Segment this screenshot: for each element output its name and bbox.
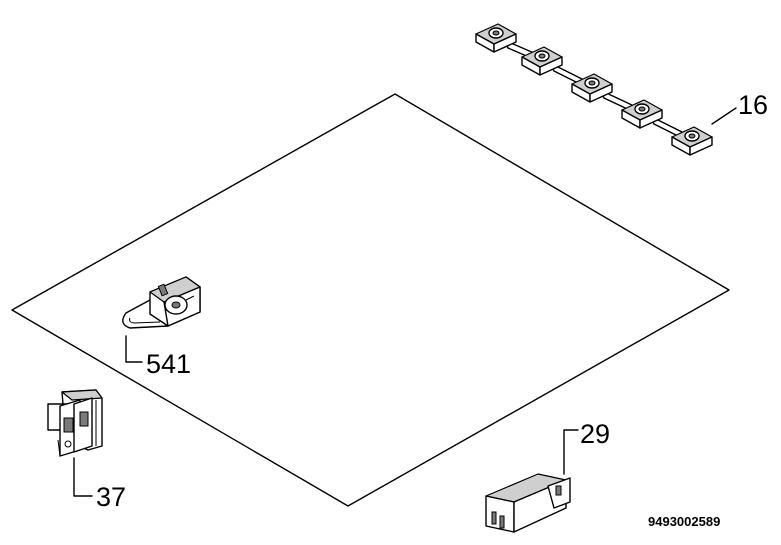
leader-line-541 (125, 335, 143, 363)
clip-nut (621, 99, 663, 129)
bracket-icon (485, 473, 571, 533)
flat-panel-icon (11, 93, 730, 507)
clip-nut (671, 126, 713, 156)
leader-line-16 (711, 107, 737, 125)
drawing-code: 9493002589 (648, 514, 720, 529)
hinge-icon (47, 389, 103, 457)
leader-line-29 (563, 429, 579, 475)
latch-icon (122, 276, 201, 329)
part-label-541: 541 (146, 349, 191, 379)
clip-nut (571, 73, 613, 103)
fastener-strip-icon (475, 23, 713, 156)
part-label-37: 37 (96, 482, 126, 512)
clip-nut (475, 23, 517, 53)
part-label-29: 29 (580, 419, 610, 449)
leader-line-37 (73, 457, 93, 497)
clip-nut (521, 46, 563, 76)
part-label-16: 16 (738, 90, 768, 120)
